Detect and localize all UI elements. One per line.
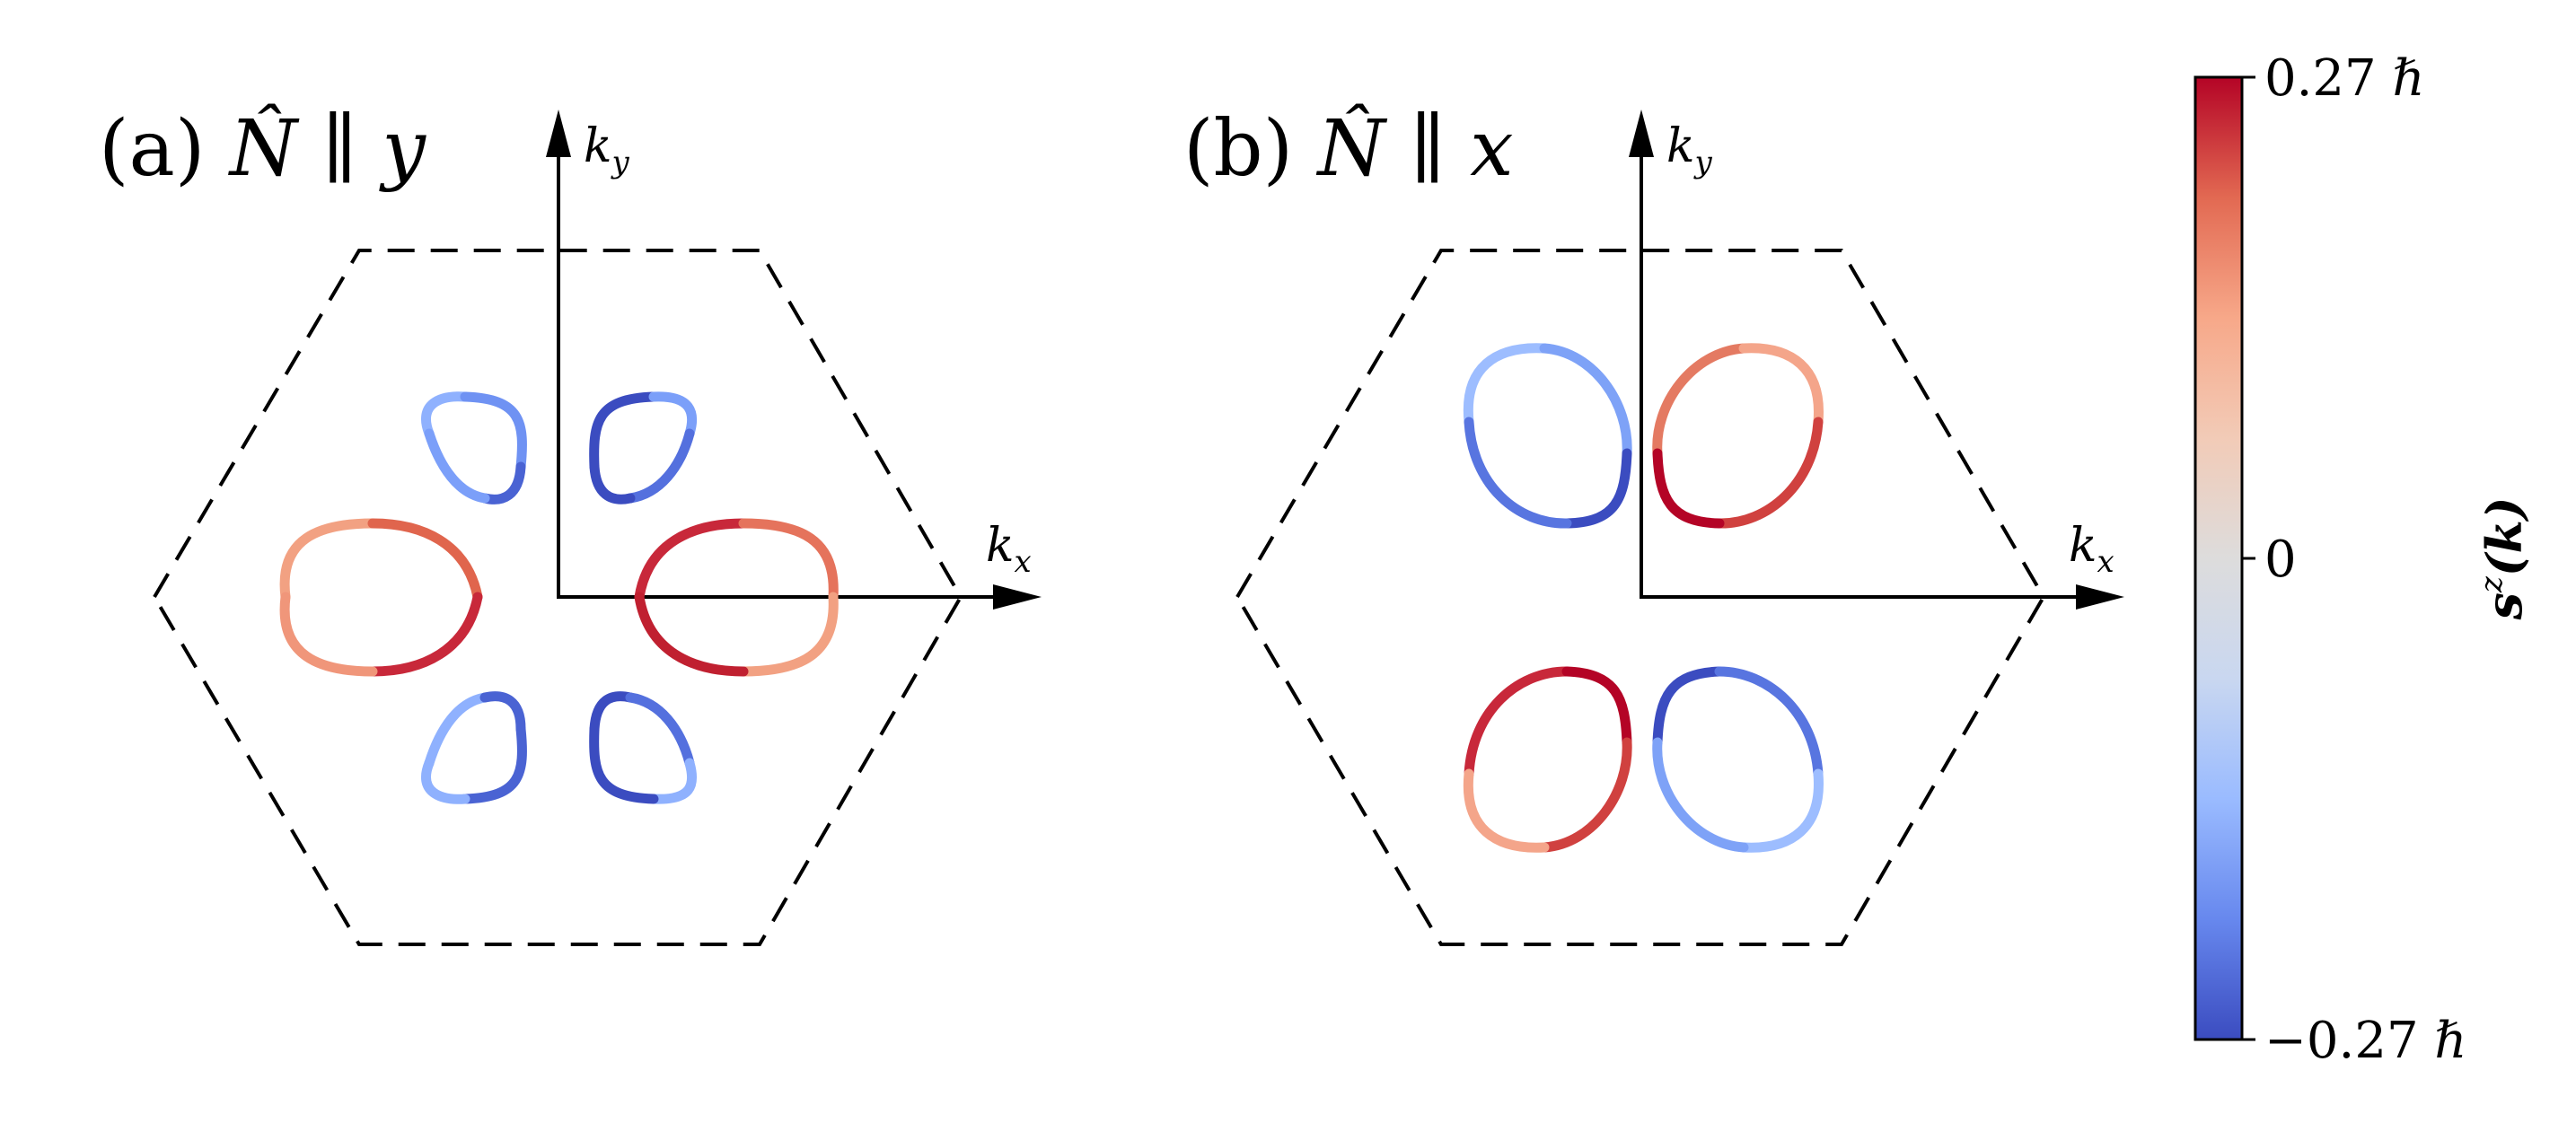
colorbar-title: sz(k) <box>2474 497 2533 621</box>
pocket-b-lower-left <box>1463 666 1632 853</box>
ky-arrowhead-a <box>546 110 571 157</box>
kx-arrowhead-b <box>2076 584 2124 610</box>
ky-arrowhead-b <box>1629 110 1654 157</box>
panel-b-label: (b) N̂ ∥ x <box>1183 103 1514 194</box>
pocket-b-upper-right <box>1652 343 1824 529</box>
pocket-a-left-large <box>279 518 483 677</box>
kx-arrowhead-a <box>993 584 1042 610</box>
pocket-a-upper-left-small <box>421 391 527 504</box>
brillouin-zone-b <box>1235 249 2046 946</box>
panel-a-label: (a) N̂ ∥ y <box>99 103 426 194</box>
colorbar-tick-label-mid: 0 <box>2264 531 2297 589</box>
pocket-a-upper-right-small <box>589 391 698 504</box>
brillouin-zone-a <box>152 249 963 946</box>
panel-a: (a) N̂ ∥ y ky kx <box>99 103 1042 946</box>
pocket-b-upper-left <box>1463 343 1632 529</box>
colorbar-gradient <box>2194 75 2244 1041</box>
colorbar-tick-label-bottom: −0.27 ℏ <box>2264 1012 2466 1070</box>
kx-label-a: kx <box>986 519 1032 580</box>
colorbar-tick-label-top: 0.27 ℏ <box>2264 49 2425 108</box>
pocket-a-lower-right-small <box>589 691 698 804</box>
colorbar: 0.27 ℏ 0 −0.27 ℏ sz(k) <box>2194 49 2533 1070</box>
pocket-a-lower-left-small <box>421 691 527 804</box>
pocket-a-right-large <box>634 518 839 677</box>
ky-label-b: ky <box>1666 119 1713 180</box>
panel-b: (b) N̂ ∥ x ky kx <box>1183 103 2124 946</box>
ky-label-a: ky <box>584 119 630 180</box>
kx-label-b: kx <box>2069 519 2114 580</box>
pocket-b-lower-right <box>1652 666 1824 853</box>
